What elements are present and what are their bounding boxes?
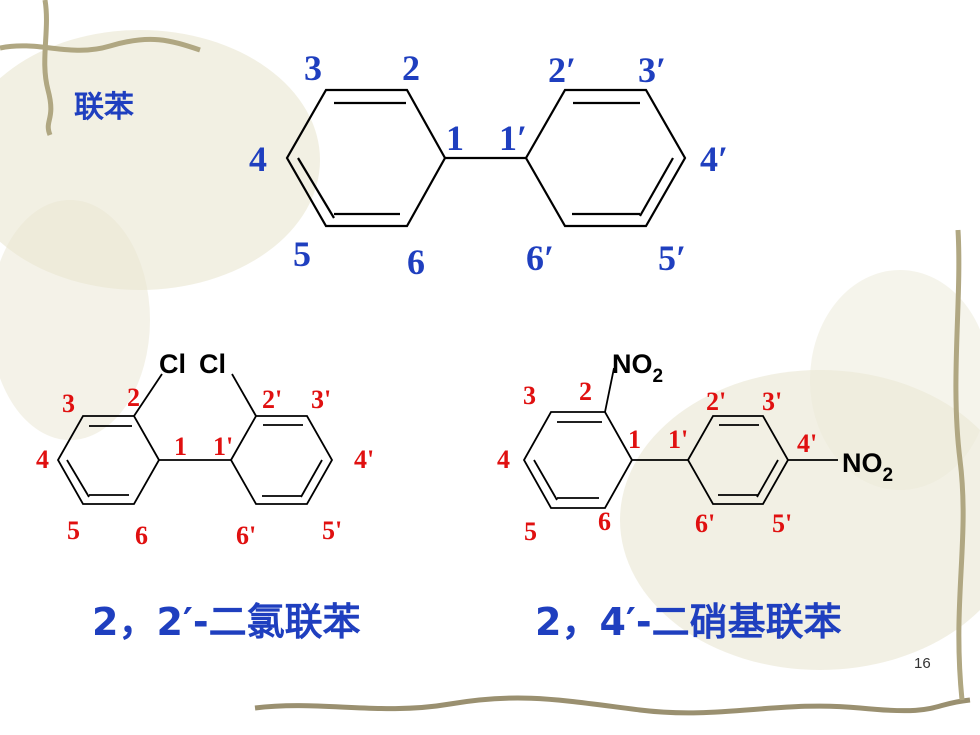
nitro-group-top: NO2	[612, 349, 663, 387]
dichloro-label: 1'	[213, 432, 233, 461]
biphenyl-ring-right	[524, 88, 687, 228]
biphenyl-label: 3′	[638, 50, 666, 90]
dinitro-label: 2	[579, 377, 592, 406]
dichloro-label: 3'	[311, 385, 331, 414]
dinitro-label: 1'	[668, 425, 688, 454]
dinitro-caption: 2，4′-二硝基联苯	[535, 600, 842, 644]
dichloro-label: 4	[36, 445, 49, 474]
dinitro-label: 4'	[797, 429, 817, 458]
dinitro-label: 5	[524, 517, 537, 546]
dinitro-label: 3	[523, 381, 536, 410]
biphenyl-label: 3	[304, 48, 322, 88]
chlorine-label: Cl	[199, 349, 226, 379]
dichloro-ring-left	[56, 415, 161, 505]
page-title: 联苯	[74, 90, 134, 125]
dichloro-label: 6	[135, 521, 148, 550]
biphenyl-label: 6′	[526, 238, 554, 278]
dinitro-ring-left	[522, 411, 634, 509]
biphenyl-label: 4′	[700, 139, 728, 179]
nitro-bond-top	[604, 367, 615, 413]
dichloro-label: 2	[127, 383, 140, 412]
biphenyl-label: 1′	[499, 118, 527, 158]
biphenyl-label: 5	[293, 234, 311, 274]
biphenyl-label: 2	[402, 48, 420, 88]
biphenyl-label: 2′	[548, 50, 576, 90]
biphenyl-ring-left	[285, 88, 447, 228]
dichloro-label: 2'	[262, 385, 282, 414]
dinitro-label: 1	[628, 425, 641, 454]
dichloro-label: 5	[67, 516, 80, 545]
biphenyl-label: 1	[446, 118, 464, 158]
dinitro-label: 6'	[695, 509, 715, 538]
dinitro-label: 6	[598, 507, 611, 536]
biphenyl-label: 4	[249, 139, 267, 179]
dinitro-label: 3'	[762, 387, 782, 416]
dinitro-label: 5'	[772, 509, 792, 538]
dichloro-label: 6'	[236, 521, 256, 550]
biphenyl-label: 5′	[658, 238, 686, 278]
dichlorobiphenyl-structure	[56, 373, 334, 505]
dichloro-label: 5'	[322, 516, 342, 545]
dichloro-label: 4'	[354, 445, 374, 474]
dinitro-label: 2'	[706, 387, 726, 416]
chlorine-bond-right	[231, 373, 257, 417]
chlorine-label: Cl	[159, 349, 186, 379]
page-number: 16	[914, 655, 931, 672]
dichloro-label: 3	[62, 389, 75, 418]
dinitrobiphenyl-structure	[522, 367, 838, 509]
chlorine-bond-left	[133, 373, 163, 417]
biphenyl-structure	[285, 88, 687, 228]
dichloro-caption: 2，2′-二氯联苯	[92, 600, 361, 644]
nitro-group-right: NO2	[842, 448, 893, 486]
dichloro-ring-right	[229, 415, 334, 505]
dinitro-ring-right	[686, 415, 790, 505]
dinitro-label: 4	[497, 445, 510, 474]
biphenyl-label: 6	[407, 242, 425, 282]
dichloro-label: 1	[174, 432, 187, 461]
